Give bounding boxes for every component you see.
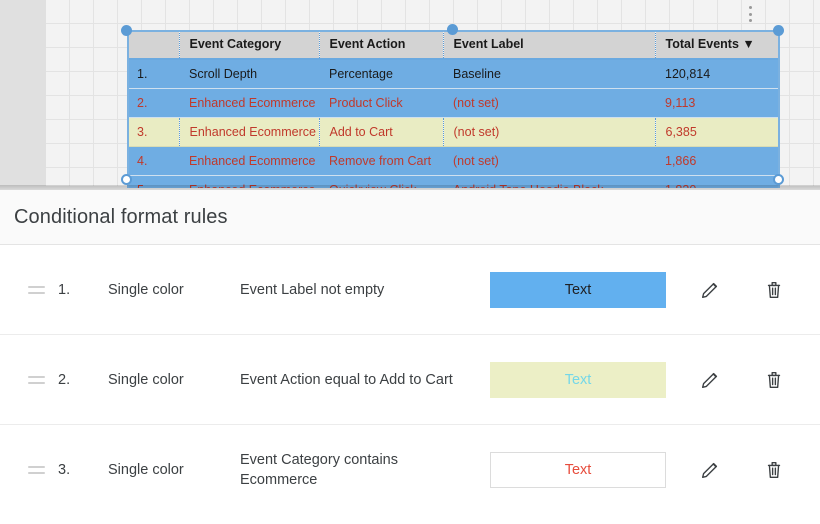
drag-handle-icon[interactable]: [28, 466, 58, 474]
rule-condition: Event Label not empty: [240, 281, 385, 298]
cell-total: 9,113: [655, 88, 780, 118]
rule-row[interactable]: 2. Single color Event Action equal to Ad…: [0, 335, 820, 425]
resize-handle-bottom-right[interactable]: [773, 174, 784, 185]
rule-row[interactable]: 1. Single color Event Label not empty Te…: [0, 245, 820, 335]
cell-category: Scroll Depth: [179, 59, 319, 89]
kebab-dot: [748, 12, 752, 16]
cell-label: Android Tape Hoodie Black: [443, 175, 655, 188]
table-row[interactable]: 2. Enhanced Ecommerce Product Click (not…: [127, 88, 780, 118]
rule-index: 1.: [58, 281, 71, 298]
cell-action: Remove from Cart: [319, 146, 443, 176]
table-header-row: Event Category Event Action Event Label …: [127, 30, 780, 60]
event-table: Event Category Event Action Event Label …: [127, 30, 780, 188]
cell-total: 6,385: [655, 117, 780, 147]
sort-descending-icon[interactable]: ▼: [742, 37, 755, 51]
cell-index: 4.: [127, 146, 179, 176]
rule-index: 3.: [58, 462, 71, 478]
cell-category: Enhanced Ecommerce: [179, 175, 319, 188]
rule-preview-cell: Text: [478, 361, 678, 398]
table-chart-clip: Event Category Event Action Event Label …: [127, 30, 780, 188]
cell-index: 1.: [127, 59, 179, 89]
drag-handle-bar: [28, 466, 45, 468]
column-header-event-label[interactable]: Event Label: [443, 30, 656, 60]
chart-options-menu-icon[interactable]: [745, 4, 755, 24]
rule-edit-cell: [678, 456, 742, 484]
cell-action: Quickview Click: [319, 175, 443, 188]
rule-delete-cell: [742, 276, 806, 304]
resize-handle-bottom-left[interactable]: [121, 174, 132, 185]
drag-handle-bar: [28, 381, 45, 384]
cell-category: Enhanced Ecommerce: [179, 146, 319, 176]
cell-total: 120,814: [655, 59, 780, 89]
kebab-dot: [748, 6, 752, 9]
pencil-icon[interactable]: [696, 366, 724, 394]
cell-label: Baseline: [443, 59, 655, 89]
rule-delete-cell: [742, 366, 806, 394]
rule-preview-cell: Text: [478, 452, 678, 488]
rule-condition: Event Category contains Ecommerce: [240, 452, 398, 488]
rule-row[interactable]: 3. Single color Event Category contains …: [0, 425, 820, 515]
table-chart[interactable]: Event Category Event Action Event Label …: [121, 24, 784, 188]
cell-index: 3.: [127, 117, 180, 147]
drag-handle-bar: [28, 291, 45, 294]
drag-handle-bar: [28, 375, 45, 378]
drag-handle-bar: [28, 472, 45, 474]
cell-category: Enhanced Ecommerce: [179, 88, 319, 118]
cell-total: 1,866: [655, 146, 780, 176]
cell-action: Add to Cart: [319, 117, 444, 147]
rule-preview-swatch[interactable]: Text: [490, 271, 666, 308]
column-header-total-events[interactable]: Total Events ▼: [655, 30, 780, 60]
pencil-icon[interactable]: [696, 456, 724, 484]
rules-list: 1. Single color Event Label not empty Te…: [0, 245, 820, 515]
resize-handle-top-center[interactable]: [447, 24, 458, 35]
cell-index: 5.: [127, 175, 179, 188]
resize-handle-top-right[interactable]: [773, 25, 784, 36]
rule-index: 2.: [58, 371, 71, 388]
rule-preview-swatch[interactable]: Text: [490, 452, 666, 488]
drag-handle-bar: [28, 285, 45, 288]
rule-type: Single color: [108, 281, 184, 298]
trash-icon[interactable]: [760, 366, 788, 394]
cell-label: (not set): [443, 146, 655, 176]
column-header-index[interactable]: [127, 30, 180, 60]
table-body: 1. Scroll Depth Percentage Baseline 120,…: [127, 59, 780, 188]
table-row[interactable]: 5. Enhanced Ecommerce Quickview Click An…: [127, 175, 780, 188]
table-row[interactable]: 1. Scroll Depth Percentage Baseline 120,…: [127, 59, 780, 89]
cell-action: Product Click: [319, 88, 443, 118]
cell-action: Percentage: [319, 59, 443, 89]
cell-label: (not set): [443, 117, 656, 147]
dialog-title: Conditional format rules: [14, 205, 228, 228]
dialog-header: Conditional format rules: [0, 190, 820, 245]
rule-type: Single color: [108, 371, 184, 388]
table-header: Event Category Event Action Event Label …: [127, 30, 780, 60]
pencil-icon[interactable]: [696, 276, 724, 304]
rule-delete-cell: [742, 456, 806, 484]
drag-handle-icon[interactable]: [28, 285, 58, 294]
conditional-format-rules-dialog: Conditional format rules 1. Single color…: [0, 190, 820, 524]
cell-index: 2.: [127, 88, 179, 118]
rule-preview-cell: Text: [478, 271, 678, 308]
report-canvas[interactable]: Event Category Event Action Event Label …: [0, 0, 820, 190]
column-header-event-action[interactable]: Event Action: [319, 30, 444, 60]
rule-type: Single color: [108, 462, 184, 478]
resize-handle-top-left[interactable]: [121, 25, 132, 36]
rule-edit-cell: [678, 366, 742, 394]
rule-edit-cell: [678, 276, 742, 304]
trash-icon[interactable]: [760, 276, 788, 304]
cell-total: 1,830: [655, 175, 780, 188]
kebab-dot: [748, 19, 752, 22]
column-header-total-events-label: Total Events: [665, 37, 739, 51]
table-row[interactable]: 4. Enhanced Ecommerce Remove from Cart (…: [127, 146, 780, 176]
rule-condition: Event Action equal to Add to Cart: [240, 371, 453, 388]
column-header-event-category[interactable]: Event Category: [179, 30, 320, 60]
cell-category: Enhanced Ecommerce: [179, 117, 320, 147]
cell-label: (not set): [443, 88, 655, 118]
trash-icon[interactable]: [760, 456, 788, 484]
rule-preview-swatch[interactable]: Text: [490, 361, 666, 398]
drag-handle-icon[interactable]: [28, 375, 58, 384]
table-row[interactable]: 3. Enhanced Ecommerce Add to Cart (not s…: [127, 117, 780, 147]
dialog-drop-shadow: [0, 185, 820, 190]
